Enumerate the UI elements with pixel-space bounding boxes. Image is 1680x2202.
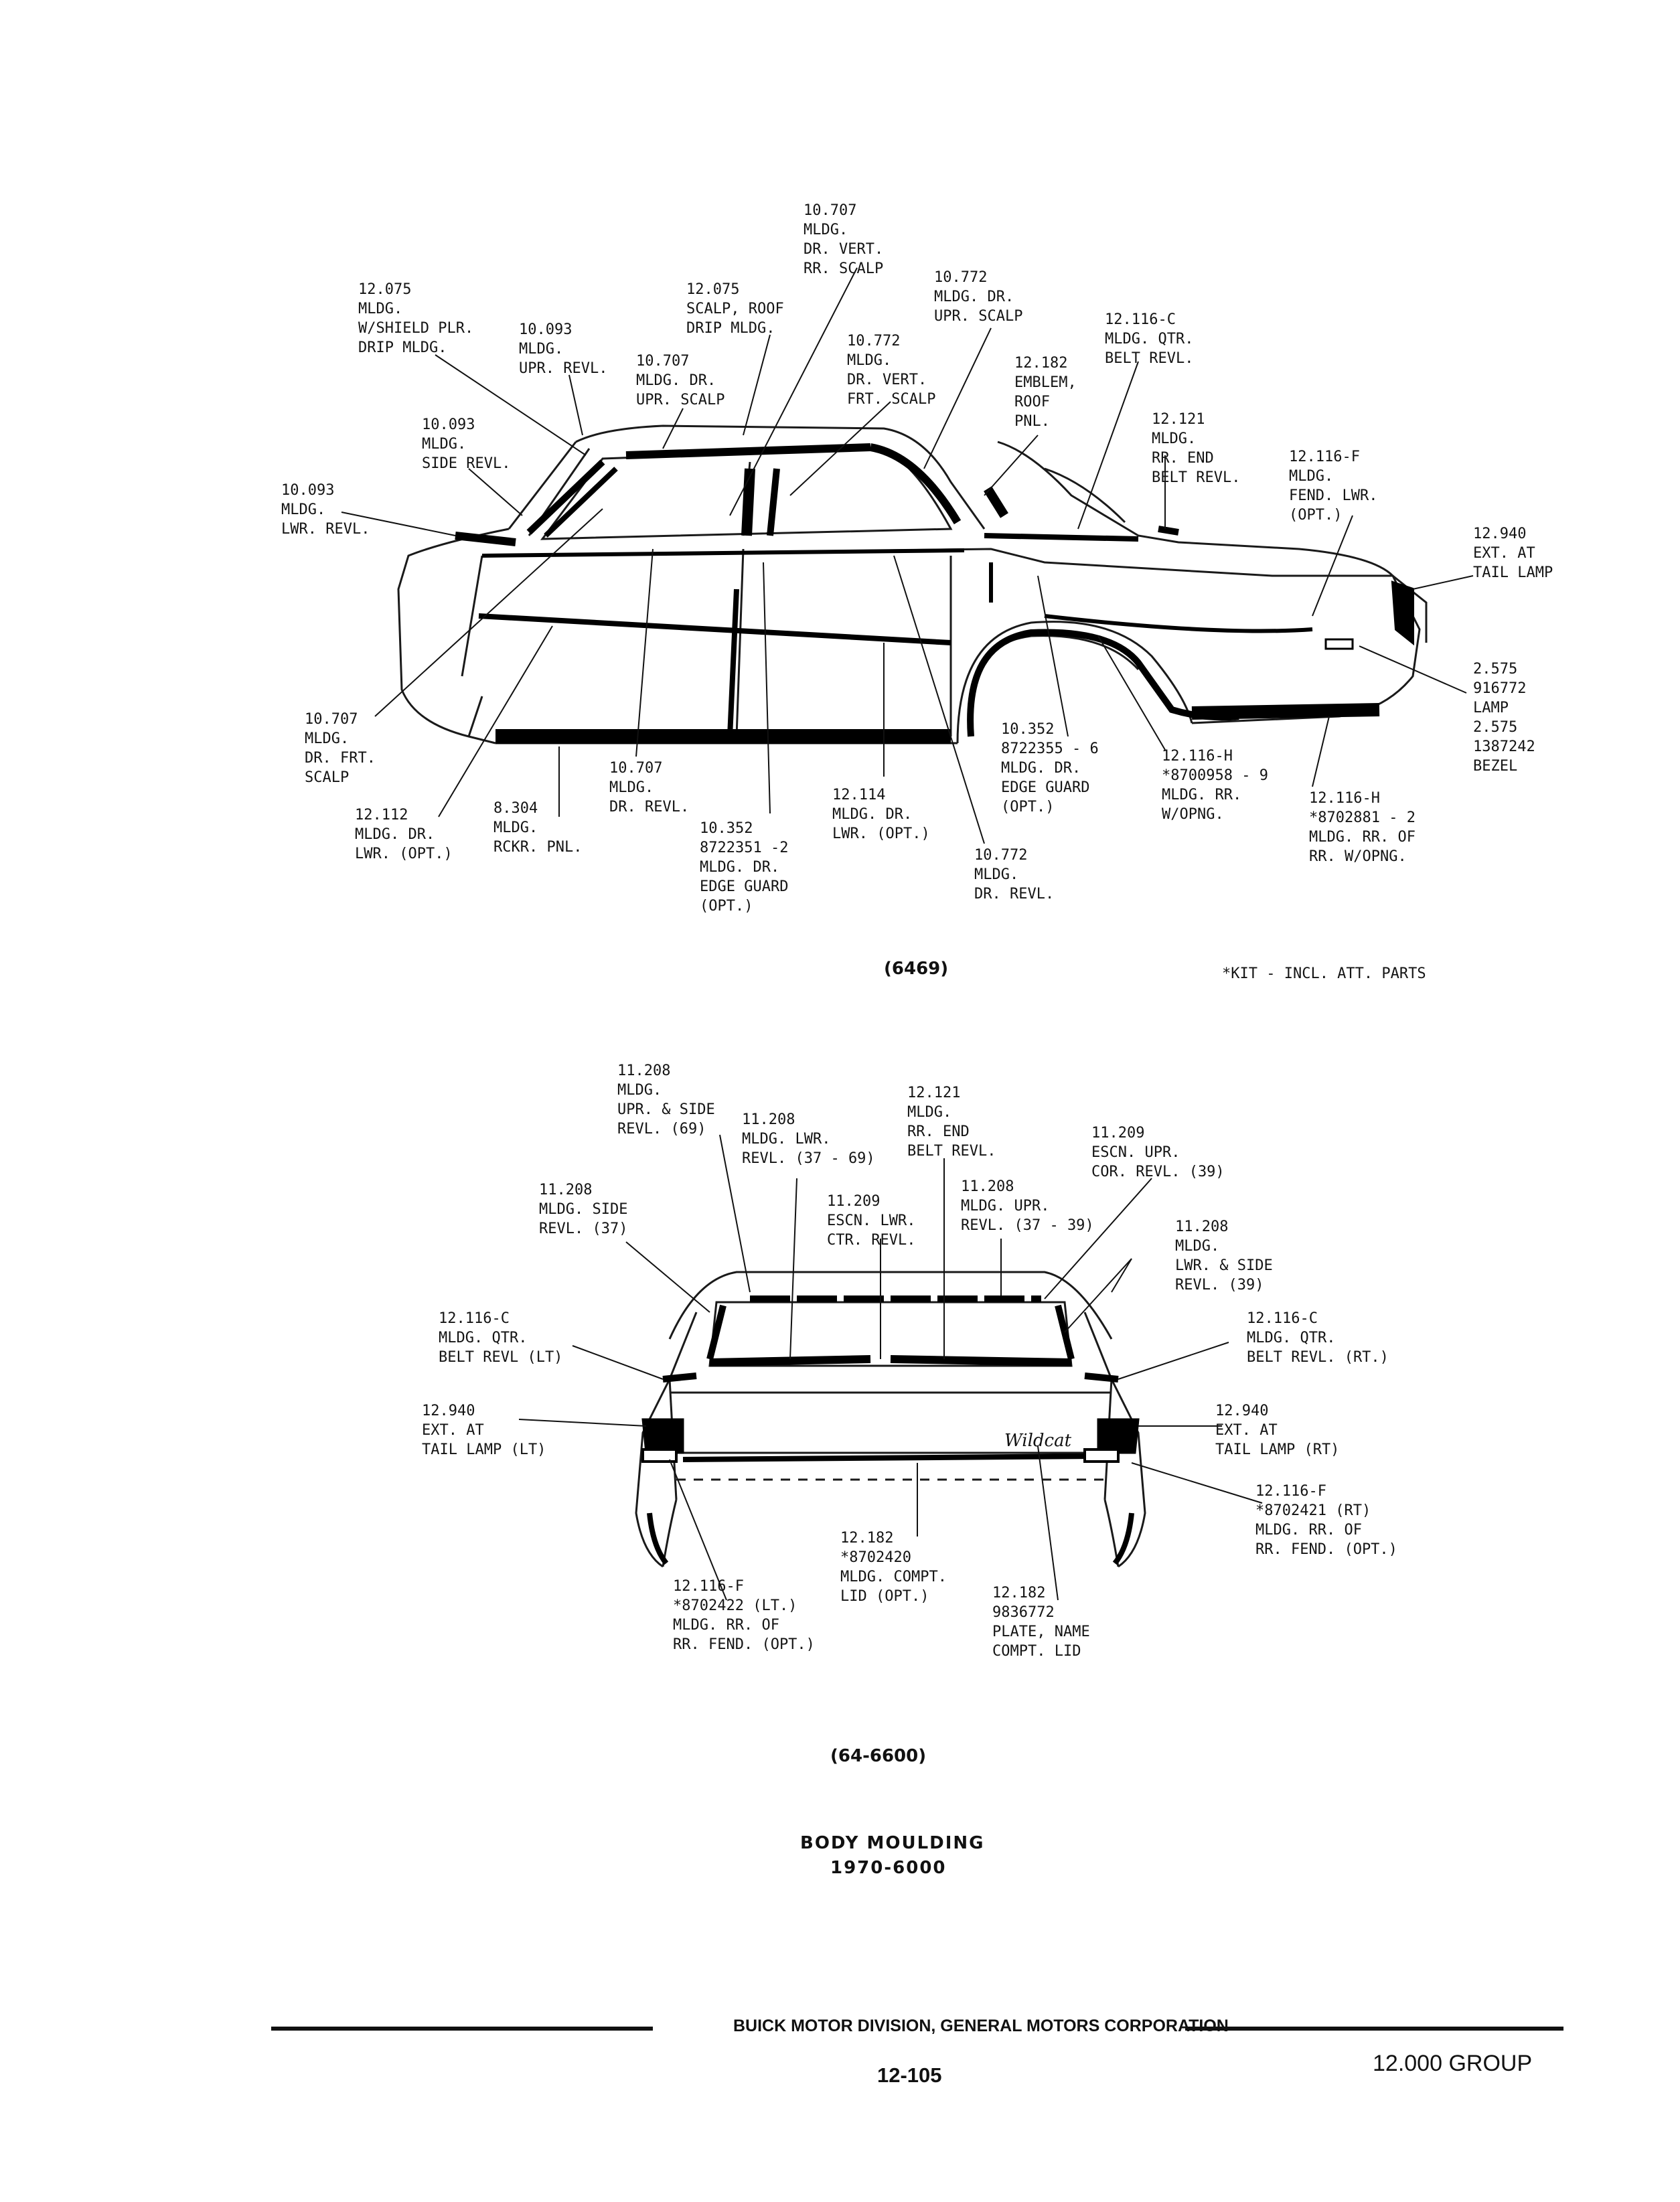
label-rr-end-belt-revl: 12.121 MLDG. RR. END BELT REVL. (1152, 411, 1241, 486)
footer-rule-left (271, 2027, 653, 2031)
label-upr-revl-10093: 10.093 MLDG. UPR. REVL. (519, 321, 608, 377)
label-rr-fend-lt: 12.116-F *8702422 (LT.) MLDG. RR. OF RR.… (673, 1578, 815, 1653)
side-view-caption: (6469) (884, 959, 949, 979)
label-wshield-plr-drip: 12.075 MLDG. W/SHIELD PLR. DRIP MLDG. (358, 281, 474, 356)
label-qtr-belt-rt: 12.116-C MLDG. QTR. BELT REVL. (RT.) (1247, 1310, 1389, 1366)
side-view-mouldings (455, 443, 1414, 744)
label-rear-rr-end-belt-revl: 12.121 MLDG. RR. END BELT REVL. (907, 1085, 996, 1160)
page-subtitle: 1970-6000 (830, 1858, 947, 1878)
kit-note: *KIT - INCL. ATT. PARTS (1222, 965, 1426, 982)
label-lamp-bezel: 2.575 916772 LAMP 2.575 1387242 BEZEL (1473, 661, 1535, 775)
label-escn-lwr-ctr: 11.209 ESCN. LWR. CTR. REVL. (827, 1193, 916, 1249)
rear-view-car (635, 1271, 1146, 1568)
label-name-plate: 12.182 9836772 PLATE, NAME COMPT. LID (992, 1585, 1090, 1660)
label-scalp-roof-drip: 12.075 SCALP, ROOF DRIP MLDG. (686, 281, 784, 337)
rear-view-leaders (518, 1134, 1263, 1601)
label-dr-lwr-12112: 12.112 MLDG. DR. LWR. (OPT.) (355, 807, 453, 862)
label-emblem-roof-pnl: 12.182 EMBLEM, ROOF PNL. (1014, 355, 1077, 430)
label-rr-fend-rt: 12.116-F *8702421 (RT) MLDG. RR. OF RR. … (1255, 1483, 1397, 1558)
label-dr-upr-scalp-10772: 10.772 MLDG. DR. UPR. SCALP (934, 269, 1023, 325)
label-rr-wopng: 12.116-H *8700958 - 9 MLDG. RR. W/OPNG. (1162, 748, 1268, 823)
label-dr-vert-frt-scalp: 10.772 MLDG. DR. VERT. FRT. SCALP (847, 333, 936, 408)
footer-page-number: 12-105 (877, 2063, 942, 2087)
label-lwr-revl-37-69: 11.208 MLDG. LWR. REVL. (37 - 69) (742, 1111, 875, 1167)
side-view-leaders (341, 267, 1474, 844)
label-rckr-pnl: 8.304 MLDG. RCKR. PNL. (493, 800, 583, 856)
label-lwr-revl-10093: 10.093 MLDG. LWR. REVL. (281, 482, 370, 538)
label-dr-revl-10772: 10.772 MLDG. DR. REVL. (974, 847, 1055, 902)
footer-group: 12.000 GROUP (1373, 2051, 1533, 2076)
footer-corporation: BUICK MOTOR DIVISION, GENERAL MOTORS COR… (733, 2017, 1229, 2035)
label-ext-tail-lamp-rt: 12.940 EXT. AT TAIL LAMP (RT) (1215, 1403, 1340, 1458)
label-upr-revl-37-39: 11.208 MLDG. UPR. REVL. (37 - 39) (961, 1178, 1094, 1234)
label-rr-of-rr-wopng: 12.116-H *8702881 - 2 MLDG. RR. OF RR. W… (1309, 790, 1416, 865)
label-escn-upr-cor: 11.209 ESCN. UPR. COR. REVL. (39) (1091, 1125, 1225, 1180)
label-qtr-belt-revl: 12.116-C MLDG. QTR. BELT REVL. (1105, 311, 1194, 367)
label-dr-frt-scalp: 10.707 MLDG. DR. FRT. SCALP (305, 711, 376, 786)
label-dr-revl-10707: 10.707 MLDG. DR. REVL. (609, 760, 690, 815)
side-view-car (397, 424, 1428, 744)
label-side-revl-10093: 10.093 MLDG. SIDE REVL. (422, 416, 511, 472)
label-side-revl-37: 11.208 MLDG. SIDE REVL. (37) (539, 1182, 628, 1237)
label-edge-guard-8722355: 10.352 8722355 - 6 MLDG. DR. EDGE GUARD … (1001, 721, 1099, 815)
footer-rule-right (1185, 2027, 1563, 2031)
label-ext-tail-lamp: 12.940 EXT. AT TAIL LAMP (1473, 526, 1553, 581)
label-qtr-belt-lt: 12.116-C MLDG. QTR. BELT REVL (LT) (439, 1310, 563, 1366)
rear-view-mouldings (641, 1295, 1140, 1565)
label-dr-upr-scalp-10707: 10.707 MLDG. DR. UPR. SCALP (636, 353, 725, 408)
label-ext-tail-lamp-lt: 12.940 EXT. AT TAIL LAMP (LT) (422, 1403, 546, 1458)
label-lwr-side-revl-39: 11.208 MLDG. LWR. & SIDE REVL. (39) (1175, 1218, 1273, 1293)
label-compt-lid: 12.182 *8702420 MLDG. COMPT. LID (OPT.) (840, 1530, 947, 1605)
page-title: BODY MOULDING (800, 1833, 985, 1853)
label-dr-vert-rr-scalp: 10.707 MLDG. DR. VERT. RR. SCALP (804, 202, 884, 277)
rear-view-caption: (64-6600) (830, 1746, 927, 1766)
label-dr-lwr-12114: 12.114 MLDG. DR. LWR. (OPT.) (832, 787, 930, 842)
label-edge-guard-8722351: 10.352 8722351 -2 MLDG. DR. EDGE GUARD (… (700, 820, 789, 915)
label-fend-lwr: 12.116-F MLDG. FEND. LWR. (OPT.) (1289, 449, 1378, 524)
label-upr-side-revl-69: 11.208 MLDG. UPR. & SIDE REVL. (69) (617, 1063, 715, 1137)
